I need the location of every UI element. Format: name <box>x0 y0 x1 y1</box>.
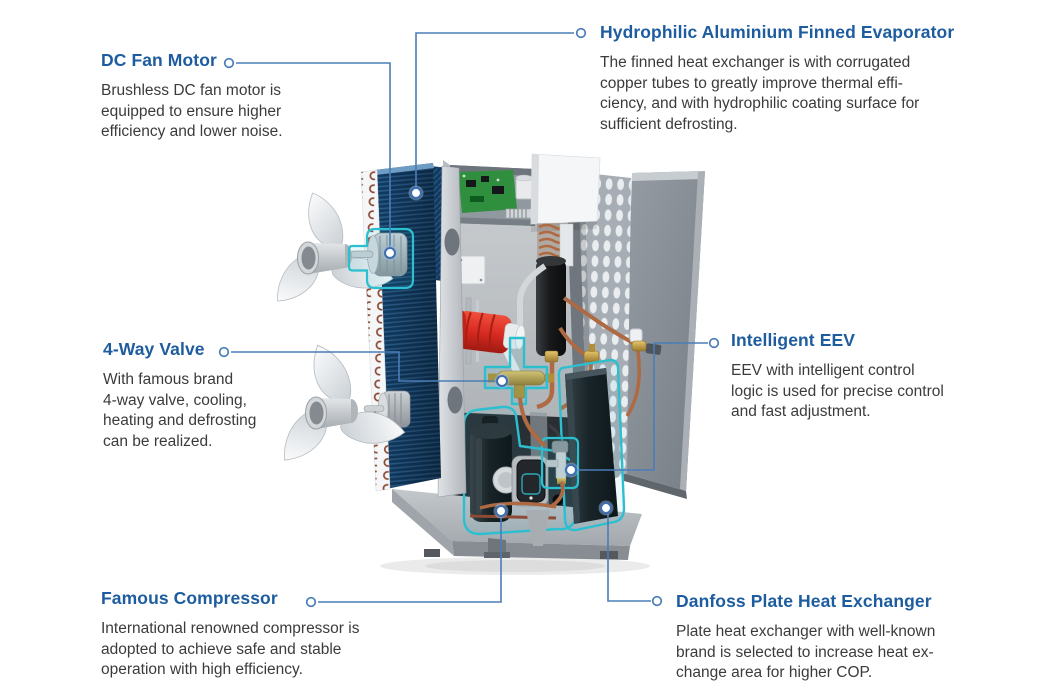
unit <box>265 153 705 575</box>
callout-dc-fan-motor: DC Fan Motor Brushless DC fan motor is e… <box>101 50 283 143</box>
pcb <box>458 170 517 213</box>
silver-pipe <box>517 263 547 345</box>
refrigerant-pipes-lower <box>469 397 565 546</box>
white-fitting <box>629 328 643 343</box>
refrigerant-pipes-upper <box>536 296 647 417</box>
leader-danfoss-phe <box>598 500 663 607</box>
callout-title: 4-Way Valve <box>103 339 205 359</box>
callout-evaporator: Hydrophilic Aluminium Finned Evaporator … <box>600 22 954 135</box>
door-panel <box>623 171 705 499</box>
callout-danfoss-phe: Danfoss Plate Heat Exchanger Plate heat … <box>676 591 935 684</box>
leader-lines <box>218 27 720 608</box>
callout-body: Brushless DC fan motor is equipped to en… <box>101 82 283 141</box>
circulation-pump <box>492 455 549 507</box>
white-hose <box>501 346 521 374</box>
callout-intelligent-eev: Intelligent EEV EEV with intelligent con… <box>731 330 944 423</box>
callout-title: Danfoss Plate Heat Exchanger <box>676 591 932 611</box>
callout-body: International renowned compressor is ado… <box>101 620 360 679</box>
callout-title: Famous Compressor <box>101 588 278 608</box>
fan-top <box>265 192 415 307</box>
leader-dc-fan-motor <box>223 57 398 261</box>
leader-intelligent-eev <box>563 337 720 478</box>
fan-bottom <box>270 344 411 463</box>
pump-display <box>521 473 541 495</box>
frame-divider <box>430 165 467 498</box>
four-way-valve-highlight <box>483 336 549 406</box>
callout-body: EEV with intelligent control logic is us… <box>731 362 944 421</box>
leader-evaporator <box>408 27 587 201</box>
control-box-cover <box>530 153 601 232</box>
callout-four-way-valve: 4-Way Valve With famous brand 4-way valv… <box>103 339 256 452</box>
callout-body: With famous brand 4-way valve, cooling, … <box>103 371 257 450</box>
fan-motor-bottom <box>363 390 411 428</box>
four-way-valve <box>483 336 554 406</box>
callout-body: Plate heat exchanger with well-known bra… <box>676 623 936 682</box>
callout-title: Intelligent EEV <box>731 330 856 350</box>
dc-fan-motor-highlight <box>347 227 415 290</box>
capacitor <box>515 174 533 200</box>
callout-famous-compressor: Famous Compressor International renowned… <box>101 588 359 681</box>
terminal-strip <box>505 208 533 219</box>
service-valve <box>631 340 647 352</box>
accumulator <box>536 256 566 363</box>
leader-famous-compressor <box>305 503 509 608</box>
leader-four-way-valve <box>218 346 510 389</box>
base-tray <box>380 489 650 575</box>
callout-title: Hydrophilic Aluminium Finned Evaporator <box>600 22 955 42</box>
callout-body: The finned heat exchanger is with corrug… <box>600 54 920 133</box>
callout-title: DC Fan Motor <box>101 50 217 70</box>
pump-bracket <box>526 510 550 546</box>
